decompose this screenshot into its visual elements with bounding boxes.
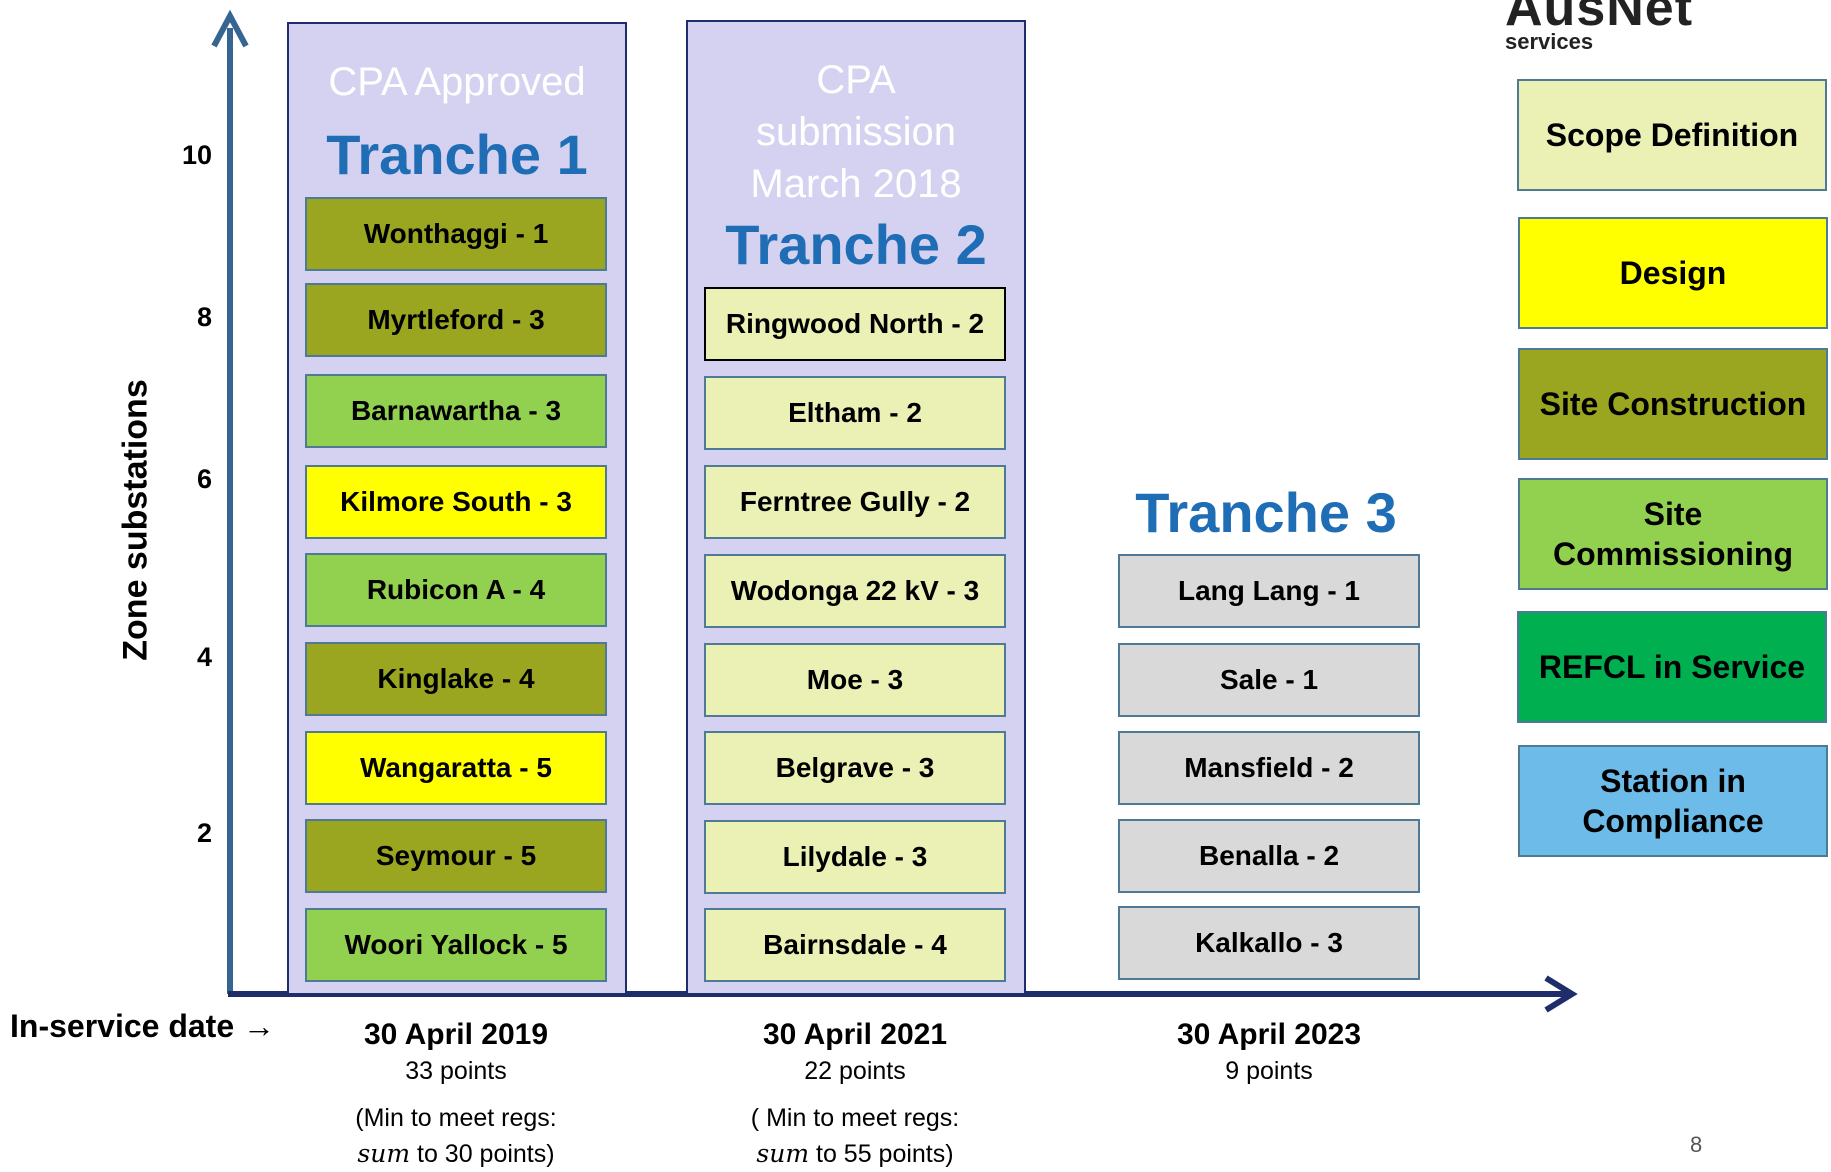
tranche-2-header-line-1: CPA xyxy=(816,58,896,102)
substation-box: Lilydale - 3 xyxy=(704,820,1006,894)
tranche-2-date-block: 30 April 2021 22 points ( Min to meet re… xyxy=(675,1016,1035,1172)
tranche-1-note-line-1: (Min to meet regs: xyxy=(355,1104,557,1132)
tranche-1-note-text: to 30 points) xyxy=(410,1140,555,1168)
substation-label: Lang Lang - 1 xyxy=(1178,575,1360,606)
substation-label: Wonthaggi - 1 xyxy=(363,218,549,249)
substation-box: Sale - 1 xyxy=(1118,643,1420,717)
tranche-2-note-text: to 55 points) xyxy=(809,1140,954,1168)
page-number: 8 xyxy=(1690,1132,1703,1157)
tranche-3-date-block: 30 April 2023 9 points xyxy=(1089,1016,1449,1088)
substation-label: Woori Yallock - 5 xyxy=(344,929,568,960)
substation-box: Moe - 3 xyxy=(704,643,1006,717)
substation-label: Wodonga 22 kV - 3 xyxy=(730,575,980,606)
substation-label: Barnawartha - 3 xyxy=(350,395,562,426)
tranche-2-header-line-2: submission xyxy=(755,110,957,154)
legend-label: Station in Compliance xyxy=(1582,763,1764,839)
tranche-2-title: Tranche 2 xyxy=(725,213,987,276)
substation-box: Wodonga 22 kV - 3 xyxy=(704,554,1006,628)
tranche-2-date: 30 April 2021 xyxy=(763,1018,947,1051)
tranche-1-note-line-2: sum to 30 points) xyxy=(276,1136,636,1172)
tranche-3-points: 9 points xyxy=(1225,1057,1313,1085)
substation-label: Rubicon A - 4 xyxy=(366,574,546,605)
substation-box: Kalkallo - 3 xyxy=(1118,906,1420,980)
tranche-2-header-line-3: March 2018 xyxy=(750,162,962,206)
tranche-2-points: 22 points xyxy=(804,1057,906,1085)
tranche-2-note-line-2: sum to 55 points) xyxy=(675,1136,1035,1172)
legend-label: Scope Definition xyxy=(1545,117,1799,153)
substation-box: Ringwood North - 2 xyxy=(704,287,1006,361)
tranche-3-date: 30 April 2023 xyxy=(1177,1018,1361,1051)
legend-label: Design xyxy=(1619,255,1727,291)
substation-box: Wonthaggi - 1 xyxy=(305,197,607,271)
y-tick-8: 8 xyxy=(196,302,212,332)
tranche-1-note: (Min to meet regs: sum to 30 points) xyxy=(276,1100,636,1172)
substation-box: Benalla - 2 xyxy=(1118,819,1420,893)
substation-label: Kilmore South - 3 xyxy=(340,486,572,517)
legend-design: Design xyxy=(1518,217,1828,329)
substation-label: Ringwood North - 2 xyxy=(725,308,985,339)
y-tick-6: 6 xyxy=(196,464,212,494)
substation-label: Sale - 1 xyxy=(1219,664,1319,695)
tranche-1-header: CPA Approved xyxy=(328,60,586,104)
substation-label: Eltham - 2 xyxy=(788,397,922,428)
substation-label: Bairnsdale - 4 xyxy=(763,929,947,960)
substation-label: Wangaratta - 5 xyxy=(360,752,552,783)
substation-box: Lang Lang - 1 xyxy=(1118,554,1420,628)
y-tick-10: 10 xyxy=(181,140,212,170)
y-axis-label: Zone substations xyxy=(116,379,155,661)
substation-box: Kinglake - 4 xyxy=(305,642,607,716)
substation-box: Belgrave - 3 xyxy=(704,731,1006,805)
substation-box: Woori Yallock - 5 xyxy=(305,908,607,982)
x-axis-label: In-service date → xyxy=(10,1008,275,1044)
logo-subtext: services xyxy=(1505,29,1594,54)
substation-label: Mansfield - 2 xyxy=(1184,752,1354,783)
substation-box: Seymour - 5 xyxy=(305,819,607,893)
legend-label: REFCL in Service xyxy=(1538,649,1806,685)
substation-box: Wangaratta - 5 xyxy=(305,731,607,805)
legend-label: Site Construction xyxy=(1539,386,1807,422)
substation-label: Seymour - 5 xyxy=(375,840,537,871)
substation-label: Moe - 3 xyxy=(806,664,904,695)
substation-box: Barnawartha - 3 xyxy=(305,374,607,448)
tranche-1-points: 33 points xyxy=(405,1057,507,1085)
tranche-2-note-line-1: ( Min to meet regs: xyxy=(750,1104,960,1132)
substation-label: Belgrave - 3 xyxy=(775,752,935,783)
substation-box: Kilmore South - 3 xyxy=(305,465,607,539)
tranche-1-title: Tranche 1 xyxy=(326,123,588,186)
y-tick-2: 2 xyxy=(196,818,212,848)
substation-label: Kinglake - 4 xyxy=(377,663,535,694)
legend-site-commissioning: Site Commissioning xyxy=(1518,478,1828,590)
y-axis-arrowhead xyxy=(211,9,249,48)
legend-station-in-compliance: Station in Compliance xyxy=(1518,745,1828,857)
substation-box: Rubicon A - 4 xyxy=(305,553,607,627)
tranche-1-date-block: 30 April 2019 33 points (Min to meet reg… xyxy=(276,1016,636,1172)
substation-label: Benalla - 2 xyxy=(1198,840,1340,871)
ausnet-logo: AusNet services xyxy=(1505,0,1705,54)
legend-site-construction: Site Construction xyxy=(1518,348,1828,460)
tranche-1-note-var: sum xyxy=(357,1139,411,1168)
tranche-2-note-var: sum xyxy=(756,1139,810,1168)
substation-label: Myrtleford - 3 xyxy=(367,304,545,335)
substation-box: Myrtleford - 3 xyxy=(305,283,607,357)
tranche-2-note: ( Min to meet regs: sum to 55 points) xyxy=(675,1100,1035,1172)
logo-text: AusNet xyxy=(1505,0,1694,37)
legend-refcl-in-service: REFCL in Service xyxy=(1517,611,1827,723)
tranche-1-date: 30 April 2019 xyxy=(364,1018,548,1051)
substation-box: Mansfield - 2 xyxy=(1118,731,1420,805)
substation-label: Kalkallo - 3 xyxy=(1195,927,1343,958)
tranche-3-title: Tranche 3 xyxy=(1135,481,1397,544)
x-axis-arrowhead xyxy=(1544,975,1578,1013)
substation-label: Lilydale - 3 xyxy=(782,841,928,872)
substation-box: Ferntree Gully - 2 xyxy=(704,465,1006,539)
y-tick-4: 4 xyxy=(196,642,212,672)
substation-box: Bairnsdale - 4 xyxy=(704,908,1006,982)
substation-label: Ferntree Gully - 2 xyxy=(739,486,971,517)
substation-box: Eltham - 2 xyxy=(704,376,1006,450)
legend-scope-definition: Scope Definition xyxy=(1517,79,1827,191)
legend-label: Site Commissioning xyxy=(1553,496,1794,572)
